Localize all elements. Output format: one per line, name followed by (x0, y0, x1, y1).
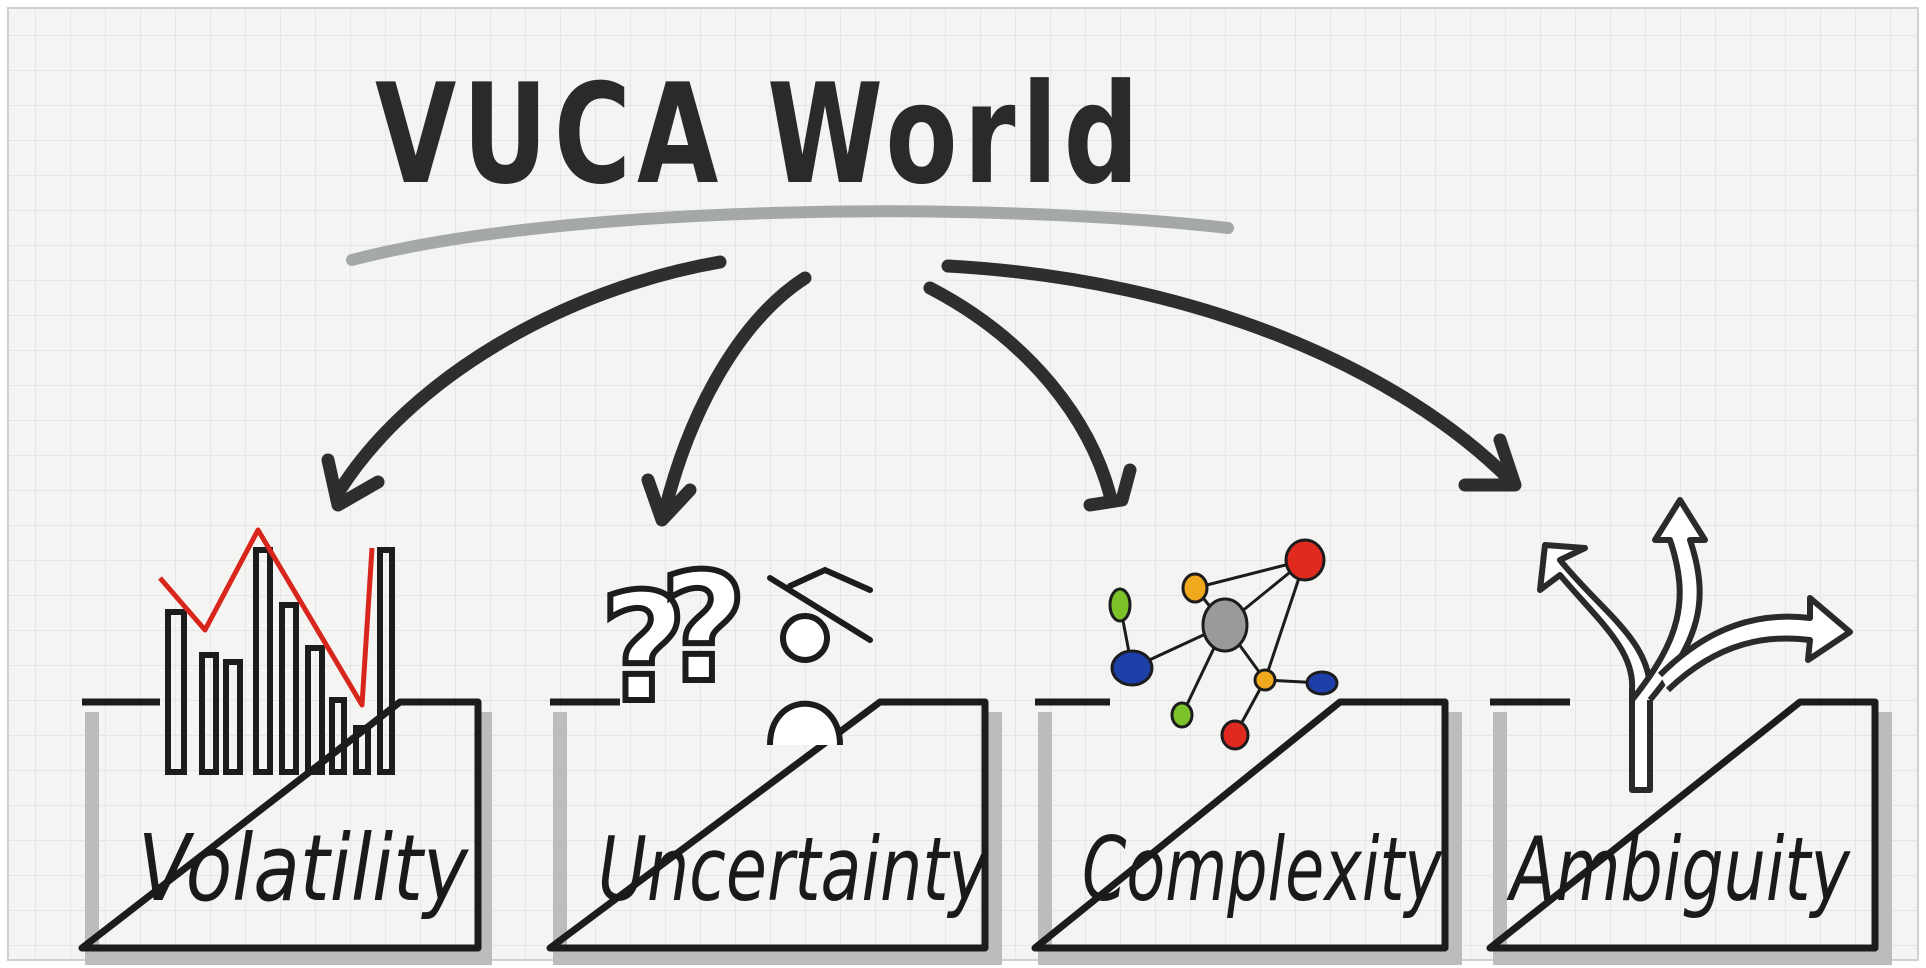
pillar-label-complexity: Complexity (1082, 818, 1443, 921)
pillar-label-volatility: Volatility (138, 815, 469, 922)
arrowhead-complexity (1083, 463, 1137, 512)
hat-icon (767, 566, 873, 643)
pillar-uncertainty: ? ? Uncertainty (546, 539, 1002, 965)
title-underline (346, 205, 1234, 266)
pillar-box-shadow (1493, 712, 1892, 965)
arrow-to-complexity (923, 281, 1117, 502)
pillar-box (1031, 698, 1449, 952)
grid-paper (8, 8, 1918, 960)
svg-text:?: ? (600, 562, 687, 736)
forked-path-arrow-icon (1537, 497, 1853, 793)
arrow-to-volatility (333, 255, 727, 497)
diagram-title: VUCA World (375, 54, 1145, 215)
pillar-box (78, 698, 482, 952)
pillar-complexity: Complexity (1031, 538, 1462, 965)
arrowhead-uncertainty (641, 473, 697, 527)
question-marks-person-icon: ? ? (597, 539, 873, 746)
svg-text:?: ? (660, 542, 747, 716)
pillar-label-uncertainty: Uncertainty (598, 818, 989, 921)
arrowhead-ambiguity (1458, 433, 1522, 492)
volatility-bar-chart-icon (158, 527, 395, 775)
pillar-box-shadow (85, 712, 492, 965)
pillar-label-ambiguity: Ambiguity (1506, 818, 1851, 921)
network-nodes-icon (1108, 538, 1339, 751)
pillar-box (546, 698, 989, 952)
arrows (321, 255, 1522, 527)
pillar-box-shadow (1038, 712, 1462, 965)
volatility-trend-line (158, 527, 375, 708)
pillar-box (1486, 698, 1879, 952)
pillar-volatility: Volatility (78, 527, 492, 965)
arrowhead-volatility (321, 453, 385, 512)
arrow-to-uncertainty (658, 271, 812, 517)
arrow-to-ambiguity (941, 259, 1517, 487)
pillar-box-shadow (553, 712, 1002, 965)
pillar-ambiguity: Ambiguity (1486, 497, 1892, 965)
